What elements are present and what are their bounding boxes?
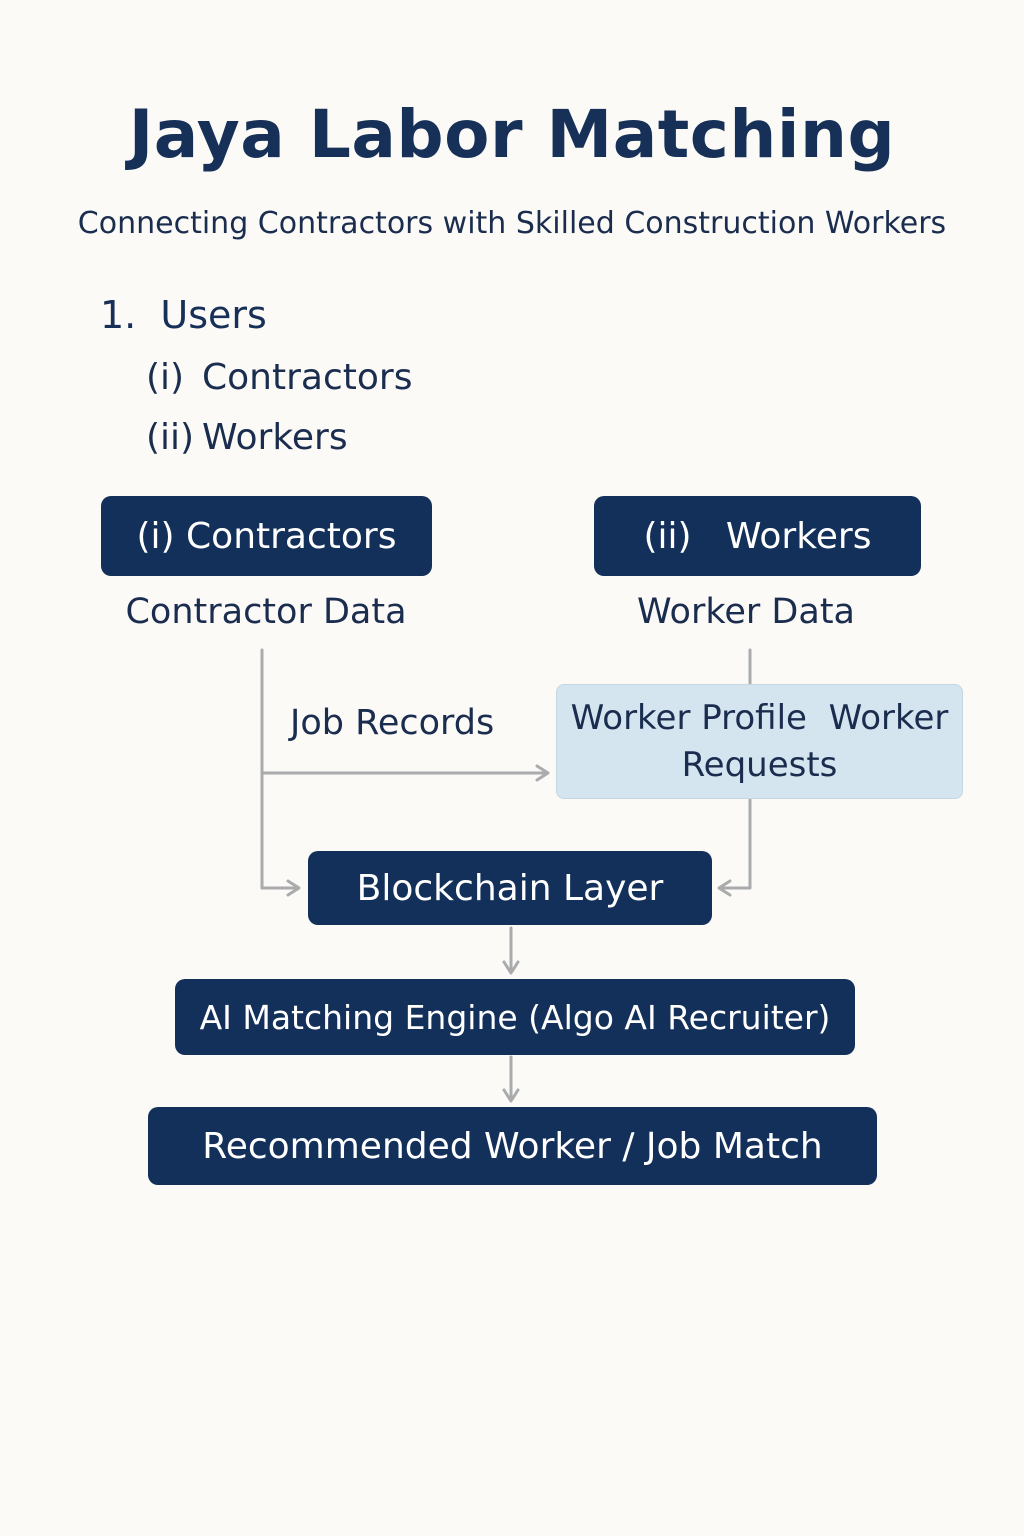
profile-to-blockchain-arrowhead [717,879,732,897]
diagram-subtitle: Connecting Contractors with Skilled Cons… [77,206,947,241]
contractors-node: (i) Contractors [101,496,432,576]
users-item-number: (ii) [146,417,195,458]
profile-to-blockchain-line [718,798,752,890]
diagram-title: Jaya Labor Matching [128,96,896,173]
ai-matching-engine-node: AI Matching Engine (Algo AI Recruiter) [175,979,855,1055]
users-item-contractors: (i) Contractors [146,357,412,398]
ai-to-match-arrowhead [502,1088,520,1103]
users-item-label: Contractors [202,357,413,398]
users-item-number: (i) [146,357,185,398]
users-heading: 1. Users [100,293,267,337]
blockchain-to-ai-arrowhead [502,960,520,975]
job-records-arrowhead [535,764,550,782]
recommended-match-node: Recommended Worker / Job Match [148,1107,877,1185]
users-item-workers: (ii)Workers [146,417,348,458]
contractor-to-blockchain-arrowhead [286,879,301,897]
blockchain-layer-node: Blockchain Layer [308,851,712,925]
users-item-label: Workers [202,417,348,458]
job-records-label: Job Records [290,703,495,743]
worker-data-label: Worker Data [637,592,855,632]
worker-profile-node: Worker Profile Worker Requests [556,684,963,799]
contractor-data-label: Contractor Data [125,592,407,632]
workers-node: (ii) Workers [594,496,921,576]
